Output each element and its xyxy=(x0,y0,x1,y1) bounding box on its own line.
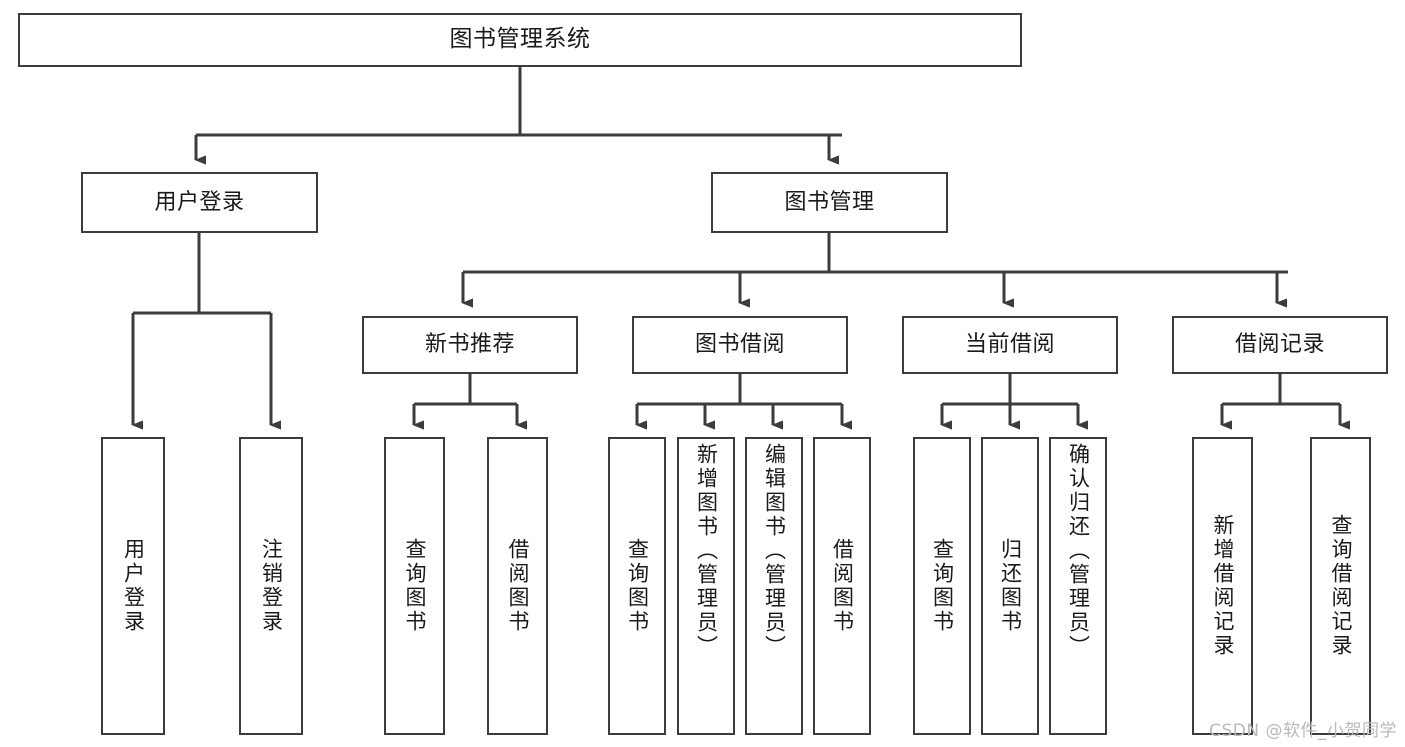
node-label: 查询图书 xyxy=(625,538,650,634)
node-label: 借阅图书 xyxy=(506,538,530,634)
node-book-borrow[interactable]: 图书借阅 xyxy=(632,316,848,374)
node-label: 借阅图书 xyxy=(830,538,855,634)
leaf-add-book-admin[interactable]: 新增图书（管理员） xyxy=(677,437,735,735)
node-label: 新书推荐 xyxy=(424,332,515,358)
node-label: 查询图书 xyxy=(930,538,955,634)
leaf-edit-book-admin[interactable]: 编辑图书（管理员） xyxy=(745,437,803,735)
node-label: 当前借阅 xyxy=(964,332,1055,358)
leaf-add-borrow-record[interactable]: 新增借阅记录 xyxy=(1192,437,1253,735)
node-label: 图书借阅 xyxy=(694,332,785,358)
leaf-borrow-book[interactable]: 借阅图书 xyxy=(813,437,871,735)
node-label: 借阅记录 xyxy=(1234,332,1325,358)
node-new-book-recommend[interactable]: 新书推荐 xyxy=(362,316,578,374)
node-label: 注销登录 xyxy=(259,538,284,634)
node-label: 新增图书（管理员） xyxy=(694,443,719,659)
node-book-management[interactable]: 图书管理 xyxy=(711,172,948,233)
leaf-logout[interactable]: 注销登录 xyxy=(239,437,303,735)
node-label: 图书管理系统 xyxy=(449,26,591,53)
node-label: 查询借阅记录 xyxy=(1329,514,1353,658)
node-label: 查询图书 xyxy=(403,538,427,634)
leaf-query-book-borrow[interactable]: 查询图书 xyxy=(608,437,666,735)
leaf-query-borrow-record[interactable]: 查询借阅记录 xyxy=(1310,437,1371,735)
leaf-borrow-book-recommend[interactable]: 借阅图书 xyxy=(487,437,548,735)
leaf-confirm-return-admin[interactable]: 确认归还（管理员） xyxy=(1049,437,1107,735)
node-user-login[interactable]: 用户登录 xyxy=(81,172,318,233)
node-current-borrow[interactable]: 当前借阅 xyxy=(902,316,1118,374)
node-label: 编辑图书（管理员） xyxy=(762,443,787,659)
leaf-return-book[interactable]: 归还图书 xyxy=(981,437,1039,735)
node-label: 归还图书 xyxy=(998,538,1023,634)
node-label: 用户登录 xyxy=(121,538,146,634)
node-label: 确认归还（管理员） xyxy=(1066,443,1091,659)
leaf-user-login[interactable]: 用户登录 xyxy=(101,437,165,735)
node-borrow-record[interactable]: 借阅记录 xyxy=(1172,316,1388,374)
node-label: 新增借阅记录 xyxy=(1211,514,1235,658)
node-label: 用户登录 xyxy=(154,189,245,215)
node-root-library-system[interactable]: 图书管理系统 xyxy=(18,13,1022,67)
leaf-query-book-recommend[interactable]: 查询图书 xyxy=(384,437,445,735)
leaf-query-book-current[interactable]: 查询图书 xyxy=(913,437,971,735)
node-label: 图书管理 xyxy=(784,189,875,215)
